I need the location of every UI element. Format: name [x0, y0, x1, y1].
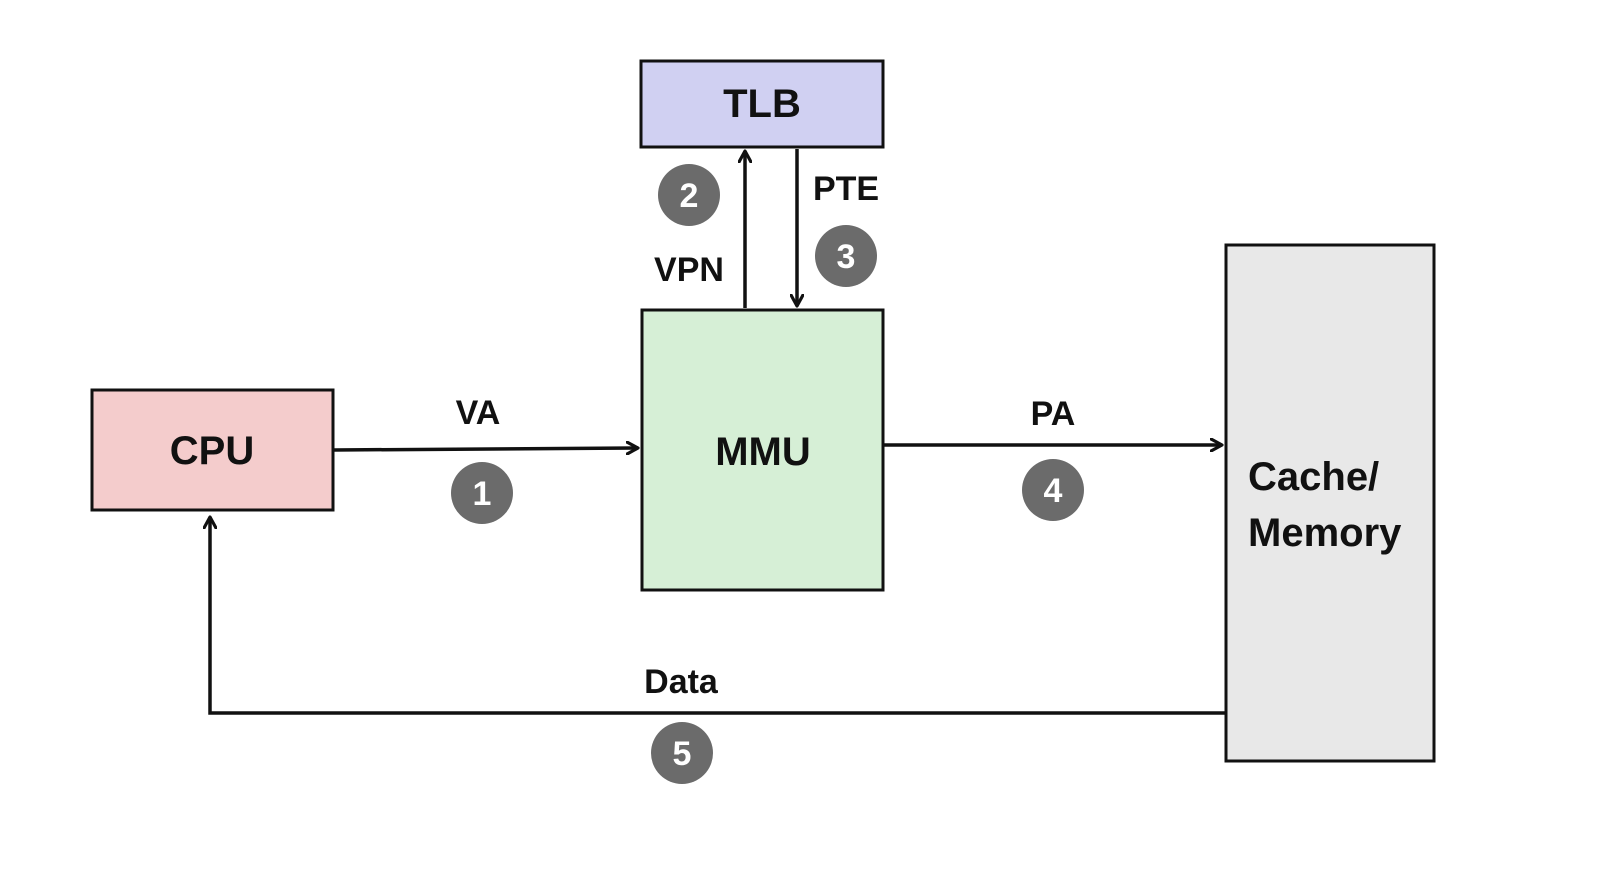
tlb-box — [639, 59, 885, 149]
step-badge-1: 1 — [451, 462, 513, 524]
memory-node: Cache/ Memory — [1224, 243, 1436, 763]
step-badge-2: 2 — [658, 164, 720, 226]
data-label: Data — [644, 663, 719, 701]
step-number-3: 3 — [837, 238, 856, 276]
cpu-label: CPU — [170, 429, 254, 473]
data-arrow — [210, 517, 1225, 715]
cpu-node: CPU — [90, 388, 335, 512]
pa-label: PA — [1031, 395, 1076, 433]
mmu-node: MMU — [640, 308, 885, 592]
step-badge-3: 3 — [815, 225, 877, 287]
step-badge-4: 4 — [1022, 459, 1084, 521]
cpu-box — [90, 388, 335, 512]
memory-label-line2: Memory — [1248, 511, 1402, 555]
mmu-box — [640, 308, 885, 592]
memory-box — [1224, 243, 1436, 763]
mmu-label: MMU — [715, 430, 811, 474]
step-number-4: 4 — [1044, 472, 1063, 510]
tlb-label: TLB — [723, 82, 801, 126]
vpn-label: VPN — [654, 251, 724, 289]
memory-label-line1: Cache/ — [1248, 455, 1379, 499]
step-number-5: 5 — [673, 735, 692, 773]
step-number-1: 1 — [473, 475, 492, 513]
step-badge-5: 5 — [651, 722, 713, 784]
va-label: VA — [456, 394, 501, 432]
tlb-node: TLB — [639, 59, 885, 149]
va-arrow — [333, 448, 638, 450]
pte-label: PTE — [813, 170, 879, 208]
step-number-2: 2 — [680, 177, 699, 215]
